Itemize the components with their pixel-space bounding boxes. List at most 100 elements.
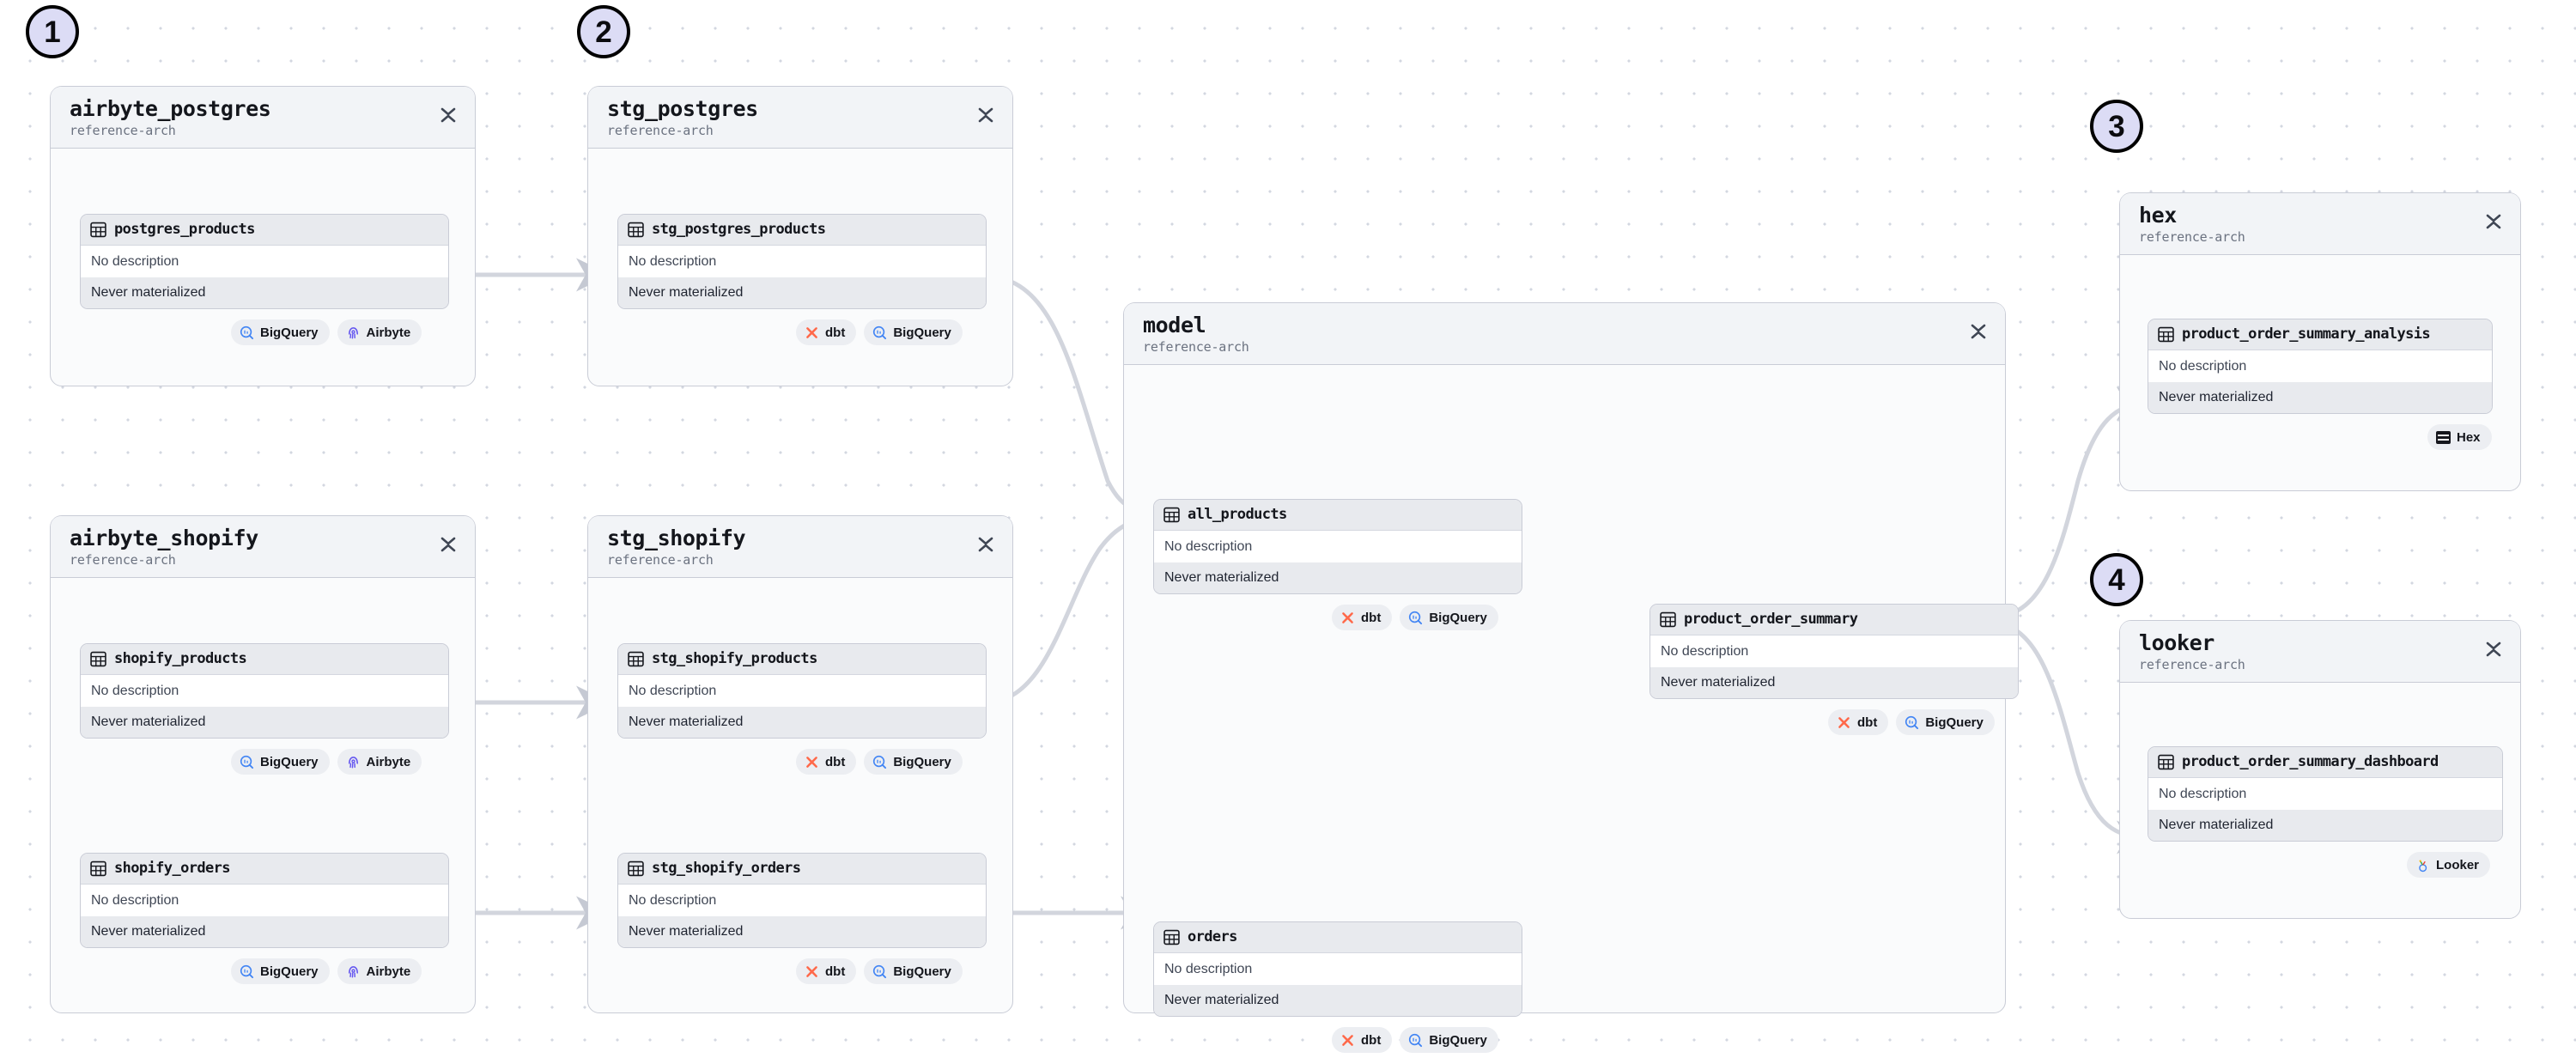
node-orders[interactable]: orders No description Never materialized <box>1153 921 1522 1017</box>
group-stg-postgres[interactable]: stg_postgres reference-arch st <box>587 86 1013 386</box>
node-materialization: Never materialized <box>81 707 448 738</box>
badge-label: BigQuery <box>260 964 319 979</box>
node-badges: dbt BigQuery <box>796 749 963 775</box>
badge-airbyte[interactable]: Airbyte <box>337 749 422 775</box>
node-all-products[interactable]: all_products No description Never materi… <box>1153 499 1522 594</box>
dbt-icon <box>1342 611 1353 623</box>
bigquery-icon <box>240 964 254 978</box>
group-title: looker <box>2139 630 2215 655</box>
node-description: No description <box>618 675 986 707</box>
step-badge-4: 4 <box>2090 553 2143 606</box>
badge-bigquery[interactable]: BigQuery <box>864 958 963 984</box>
badge-label: BigQuery <box>1429 1032 1487 1048</box>
collapse-vertical-icon[interactable] <box>1969 320 1988 343</box>
node-header: shopify_orders <box>81 854 448 885</box>
collapse-vertical-icon[interactable] <box>2484 210 2503 233</box>
node-badges: Looker <box>2407 852 2491 878</box>
collapse-vertical-icon[interactable] <box>439 533 458 556</box>
badge-bigquery[interactable]: BigQuery <box>1896 709 1995 735</box>
group-header: model reference-arch <box>1124 303 2005 365</box>
group-airbyte-shopify[interactable]: airbyte_shopify reference-arch <box>50 515 476 1013</box>
badge-label: Airbyte <box>366 325 411 340</box>
badge-dbt[interactable]: dbt <box>796 958 857 984</box>
group-subtitle: reference-arch <box>70 552 176 568</box>
node-shopify-orders[interactable]: shopify_orders No description Never mate… <box>80 853 449 948</box>
node-name: stg_postgres_products <box>652 221 826 238</box>
group-subtitle: reference-arch <box>2139 657 2245 672</box>
node-stg-postgres-products[interactable]: stg_postgres_products No description Nev… <box>617 214 987 309</box>
badge-bigquery[interactable]: BigQuery <box>231 958 330 984</box>
table-icon <box>2158 754 2174 769</box>
group-header: looker reference-arch <box>2120 621 2520 683</box>
group-header: stg_postgres reference-arch <box>588 87 1012 149</box>
node-materialization: Never materialized <box>1154 562 1522 593</box>
badge-airbyte[interactable]: Airbyte <box>337 958 422 984</box>
group-subtitle: reference-arch <box>607 552 714 568</box>
group-stg-shopify[interactable]: stg_shopify reference-arch stg <box>587 515 1013 1013</box>
node-stg-shopify-orders[interactable]: stg_shopify_orders No description Never … <box>617 853 987 948</box>
badge-hex[interactable]: Hex <box>2427 424 2492 450</box>
node-shopify-products[interactable]: shopify_products No description Never ma… <box>80 643 449 739</box>
node-materialization: Never materialized <box>2148 810 2502 841</box>
badge-bigquery[interactable]: BigQuery <box>1400 1027 1498 1053</box>
badge-bigquery[interactable]: BigQuery <box>231 319 330 345</box>
group-hex[interactable]: hex reference-arch product_ord <box>2119 192 2521 491</box>
group-model[interactable]: model reference-arch al <box>1123 302 2019 1053</box>
node-description: No description <box>1154 953 1522 985</box>
step-badge-2: 2 <box>577 5 630 58</box>
node-materialization: Never materialized <box>618 916 986 947</box>
bigquery-icon <box>1409 611 1423 624</box>
collapse-vertical-icon[interactable] <box>976 533 995 556</box>
badge-dbt[interactable]: dbt <box>796 319 857 345</box>
bigquery-icon <box>1905 715 1919 729</box>
table-icon <box>628 860 644 876</box>
node-product-order-summary-analysis[interactable]: product_order_summary_analysis No descri… <box>2148 319 2493 414</box>
badge-dbt[interactable]: dbt <box>1828 709 1889 735</box>
group-airbyte-postgres[interactable]: airbyte_postgres reference-arch <box>50 86 476 386</box>
node-product-order-summary-dashboard[interactable]: product_order_summary_dashboard No descr… <box>2148 746 2503 842</box>
node-name: shopify_products <box>114 650 247 667</box>
node-description: No description <box>81 246 448 277</box>
node-badges: BigQuery Airbyte <box>231 749 422 775</box>
badge-dbt[interactable]: dbt <box>796 749 857 775</box>
collapse-vertical-icon[interactable] <box>2484 638 2503 660</box>
badge-dbt[interactable]: dbt <box>1332 1027 1393 1053</box>
bigquery-icon <box>873 755 887 769</box>
table-icon <box>628 651 644 666</box>
node-name: shopify_orders <box>114 860 230 877</box>
node-header: shopify_products <box>81 644 448 675</box>
badge-bigquery[interactable]: BigQuery <box>864 319 963 345</box>
node-postgres-products[interactable]: postgres_products No description Never m… <box>80 214 449 309</box>
badge-looker[interactable]: Looker <box>2407 852 2491 878</box>
node-description: No description <box>81 885 448 916</box>
badge-label: dbt <box>1361 1032 1382 1048</box>
node-product-order-summary[interactable]: product_order_summary No description Nev… <box>1649 604 2019 699</box>
table-icon <box>90 222 106 237</box>
dbt-icon <box>1838 716 1850 728</box>
collapse-vertical-icon[interactable] <box>439 104 458 126</box>
node-description: No description <box>618 885 986 916</box>
collapse-vertical-icon[interactable] <box>976 104 995 126</box>
badge-bigquery[interactable]: BigQuery <box>864 749 963 775</box>
badge-label: dbt <box>1361 610 1382 625</box>
badge-airbyte[interactable]: Airbyte <box>337 319 422 345</box>
badge-label: dbt <box>825 964 846 979</box>
node-name: orders <box>1188 928 1237 945</box>
badge-label: dbt <box>825 325 846 340</box>
dbt-icon <box>806 756 817 768</box>
node-stg-shopify-products[interactable]: stg_shopify_products No description Neve… <box>617 643 987 739</box>
badge-label: BigQuery <box>893 964 951 979</box>
hex-icon <box>2436 430 2451 444</box>
node-materialization: Never materialized <box>81 916 448 947</box>
node-badges: dbt BigQuery <box>1332 605 1498 630</box>
badge-label: Airbyte <box>366 964 411 979</box>
group-looker[interactable]: looker reference-arch product_ <box>2119 620 2521 919</box>
badge-bigquery[interactable]: BigQuery <box>1400 605 1498 630</box>
node-header: product_order_summary_analysis <box>2148 319 2492 350</box>
badge-label: Airbyte <box>366 754 411 769</box>
table-icon <box>2158 326 2174 342</box>
badge-dbt[interactable]: dbt <box>1332 605 1393 630</box>
badge-bigquery[interactable]: BigQuery <box>231 749 330 775</box>
bigquery-icon <box>240 755 254 769</box>
